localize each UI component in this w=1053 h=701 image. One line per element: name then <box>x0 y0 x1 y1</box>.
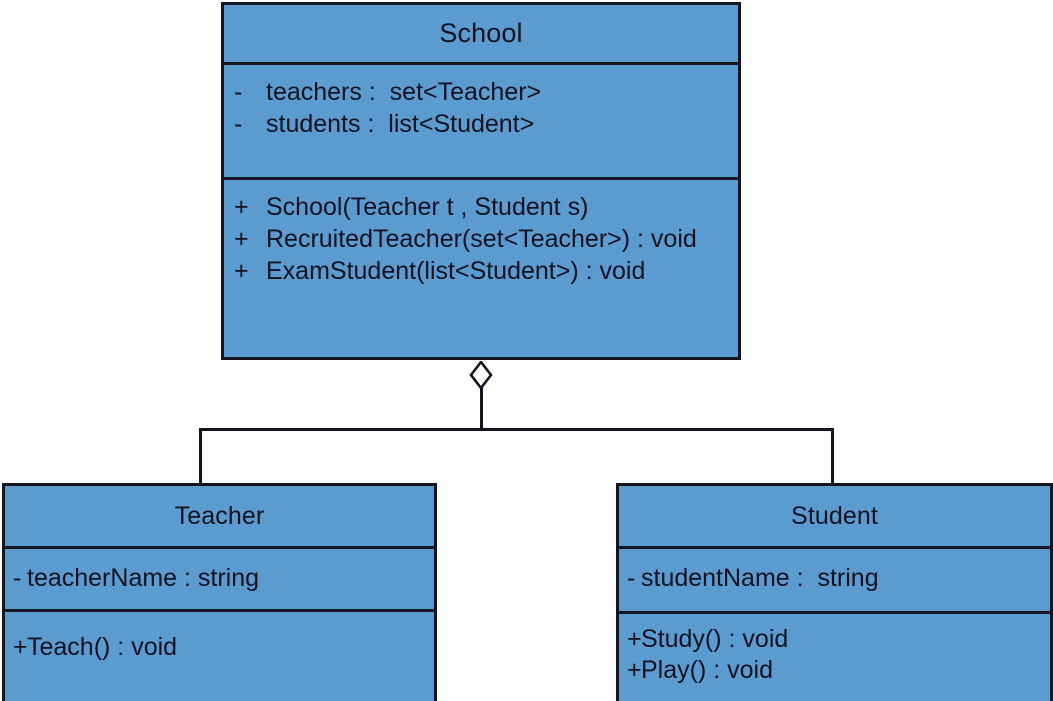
uml-class-student[interactable]: Student - studentName : string + Study()… <box>616 483 1053 701</box>
visibility-marker: + <box>627 625 642 653</box>
visibility-marker: + <box>234 225 249 253</box>
method-signature: School(Teacher t , Student s) <box>266 193 589 221</box>
attribute-row: - studentName : string <box>627 563 1050 594</box>
attribute-signature: students : list<Student> <box>266 110 535 138</box>
visibility-marker: + <box>234 257 249 285</box>
visibility-marker: - <box>234 110 243 138</box>
methods-compartment-student: + Study() : void + Play() : void <box>619 611 1050 701</box>
attributes-compartment-school: - teachers : set<Teacher> - students : l… <box>224 62 738 177</box>
class-name-school: School <box>439 18 523 48</box>
method-row: + School(Teacher t , Student s) <box>234 191 738 223</box>
method-signature: ExamStudent(list<Student>) : void <box>266 257 646 285</box>
method-signature: Play() : void <box>641 656 773 684</box>
class-name-student: Student <box>791 501 878 530</box>
methods-compartment-school: + School(Teacher t , Student s) + Recrui… <box>224 177 738 357</box>
attribute-signature: studentName : string <box>641 564 879 592</box>
method-row: + Study() : void <box>627 624 1050 655</box>
method-row: + ExamStudent(list<Student>) : void <box>234 255 738 287</box>
visibility-marker: - <box>13 564 22 592</box>
method-signature: Study() : void <box>641 625 789 653</box>
aggregation-diamond-icon <box>469 361 493 389</box>
connector-stem-vertical <box>479 387 483 431</box>
methods-compartment-teacher: + Teach() : void <box>5 609 434 701</box>
visibility-marker: + <box>627 656 642 684</box>
attribute-row: - teacherName : string <box>13 563 434 594</box>
attribute-signature: teacherName : string <box>27 564 260 592</box>
class-name-teacher: Teacher <box>174 501 265 530</box>
visibility-marker: + <box>234 193 249 221</box>
visibility-marker: - <box>234 78 243 106</box>
attributes-compartment-teacher: - teacherName : string <box>5 546 434 609</box>
attribute-row: - students : list<Student> <box>234 108 738 140</box>
visibility-marker: + <box>13 633 28 661</box>
uml-class-school[interactable]: School - teachers : set<Teacher> - stude… <box>221 2 741 360</box>
method-signature: RecruitedTeacher(set<Teacher>) : void <box>266 225 697 253</box>
connector-horizontal-bar <box>199 428 834 431</box>
visibility-marker: - <box>627 564 636 592</box>
connector-drop-to-student <box>831 428 834 484</box>
uml-class-teacher[interactable]: Teacher - teacherName : string + Teach()… <box>2 483 437 701</box>
method-row: + Teach() : void <box>13 632 434 663</box>
connector-drop-to-teacher <box>199 428 202 484</box>
attributes-compartment-student: - studentName : string <box>619 546 1050 611</box>
attribute-signature: teachers : set<Teacher> <box>266 78 542 106</box>
method-row: + Play() : void <box>627 655 1050 686</box>
attribute-row: - teachers : set<Teacher> <box>234 76 738 108</box>
method-signature: Teach() : void <box>27 633 178 661</box>
method-row: + RecruitedTeacher(set<Teacher>) : void <box>234 223 738 255</box>
